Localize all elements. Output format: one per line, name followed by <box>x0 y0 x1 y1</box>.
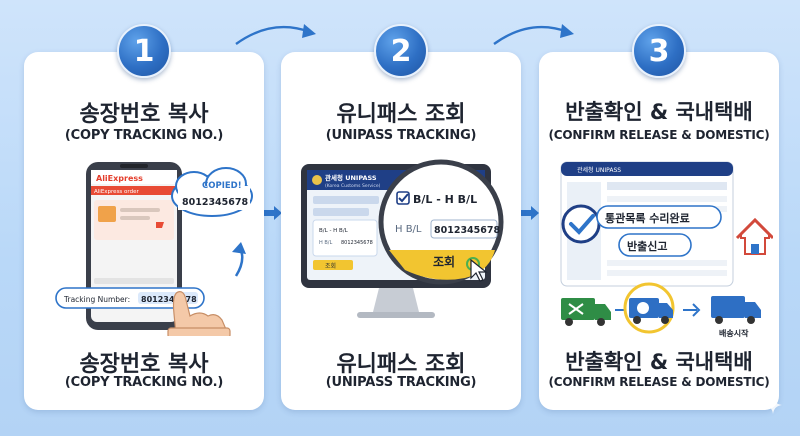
step-subtitle-bottom: (COPY TRACKING NO.) <box>64 375 224 390</box>
release-illustration: 관세청 UNIPASS 통관목록 수리완료 반출신고 <box>560 161 773 338</box>
checkbox-label: B/L - H B/L <box>413 193 477 206</box>
small-hbl-value: 8012345678 <box>341 240 373 246</box>
step-subtitle-bottom: (UNIPASS TRACKING) <box>325 375 477 390</box>
sparkle-icon <box>764 396 782 414</box>
step-badge-1: 1 <box>117 24 171 78</box>
search-button: 조회 <box>433 254 455 269</box>
curved-arrow-2-to-3 <box>493 24 574 45</box>
step-title: 유니패스 조회 <box>336 102 466 127</box>
hbl-input[interactable] <box>430 219 498 239</box>
copied-label: COPIED! <box>202 181 242 191</box>
hbl-value: 8012345678 <box>434 225 500 236</box>
curved-arrow-1-to-2 <box>235 24 316 45</box>
step-card-3: 반출확인 & 국내택배 (CONFIRM RELEASE & DOMESTIC)… <box>539 52 779 410</box>
copied-cloud: COPIED! 8012345678 <box>171 167 253 217</box>
delivery-truck-icon <box>711 296 761 324</box>
phone-illustration: AliExpress AliExpress order COPIED! 8012… <box>55 162 253 336</box>
step-card-2: 유니패스 조회 (UNIPASS TRACKING) 관세청 UNIPASS (… <box>281 52 521 410</box>
delivery-start-label: 배송시작 <box>719 328 749 338</box>
magnified-search-panel: B/L - H B/L H B/L 8012345678 조회 <box>378 159 504 285</box>
small-checkbox-label: B/L - H B/L <box>319 228 349 234</box>
arrow-right-icon <box>521 206 539 220</box>
app-name: AliExpress <box>96 174 143 183</box>
step-title: 반출확인 & 국내택배 <box>565 100 753 124</box>
step-subtitle: (COPY TRACKING NO.) <box>64 128 224 143</box>
release-site-title: 관세청 UNIPASS <box>577 166 621 174</box>
arrow-right-icon <box>264 206 282 220</box>
step-card-1: 송장번호 복사 (COPY TRACKING NO.) AliExpress A… <box>24 52 264 410</box>
green-truck-icon <box>561 298 611 326</box>
small-hbl-label: H B/L <box>319 240 332 246</box>
status-release: 반출신고 <box>627 239 667 253</box>
step-title-bottom: 송장번호 복사 <box>79 352 209 377</box>
tracking-number: 8012345678 <box>141 295 197 304</box>
house-icon <box>735 217 773 255</box>
copied-number: 8012345678 <box>182 197 248 208</box>
step-subtitle: (UNIPASS TRACKING) <box>325 128 477 143</box>
step-title-bottom: 반출확인 & 국내택배 <box>565 350 753 374</box>
blue-truck-icon <box>629 298 673 324</box>
monitor-illustration: 관세청 UNIPASS (Korea Customs Service) B/L … <box>301 159 504 318</box>
step-subtitle-bottom: (CONFIRM RELEASE & DOMESTIC) <box>548 375 770 389</box>
small-search-button: 조회 <box>325 262 336 270</box>
tracking-label: Tracking Number: <box>63 295 130 304</box>
pointing-hand-icon <box>167 291 231 336</box>
step-badge-3: 3 <box>632 24 686 78</box>
status-cleared: 통관목록 수리완료 <box>605 211 690 225</box>
step-subtitle: (CONFIRM RELEASE & DOMESTIC) <box>548 128 770 142</box>
order-label: AliExpress order <box>94 189 139 195</box>
check-circle-icon <box>561 204 601 244</box>
step-badge-2: 2 <box>374 24 428 78</box>
hbl-label: H B/L <box>395 224 422 235</box>
step-title-bottom: 유니패스 조회 <box>336 352 466 377</box>
site-title: 관세청 UNIPASS <box>325 173 377 182</box>
step-title: 송장번호 복사 <box>79 102 209 127</box>
site-subtitle: (Korea Customs Service) <box>325 183 381 189</box>
